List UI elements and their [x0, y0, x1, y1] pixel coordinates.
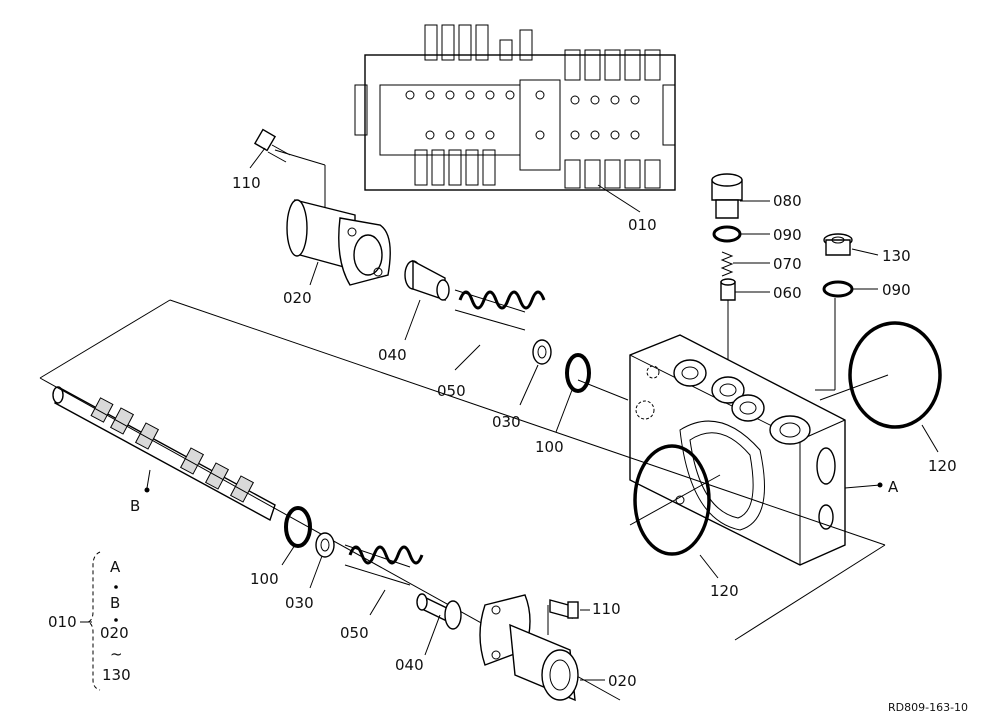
assembly-note: 010 A B 020 ~ 130 [48, 551, 131, 691]
label-110-bottom: 110 [592, 600, 621, 618]
part-labels: 010 110 020 040 050 030 100 080 090 070 … [130, 174, 957, 690]
label-110-top: 110 [232, 174, 261, 192]
washer-top [532, 339, 552, 365]
label-020-top: 020 [283, 289, 312, 307]
o-ring-090-left [712, 225, 742, 243]
label-120-right: 120 [928, 457, 957, 475]
label-090-b: 090 [882, 281, 911, 299]
label-point-a: A [888, 478, 899, 496]
spring-seat-bottom [416, 593, 462, 630]
label-020-bottom: 020 [608, 672, 637, 690]
note-tilde: ~ [110, 645, 123, 663]
spring-top [454, 289, 546, 331]
label-040-bottom: 040 [395, 656, 424, 674]
o-ring-120-right [819, 321, 942, 429]
cap-bolt-bottom [547, 599, 590, 635]
label-130: 130 [882, 247, 911, 265]
reference-code: RD809-163-10 [888, 701, 968, 714]
label-010: 010 [628, 216, 657, 234]
spring-cap-top [286, 199, 391, 286]
plug-080 [711, 173, 743, 219]
plug-130 [823, 233, 853, 256]
label-050-bottom: 050 [340, 624, 369, 642]
label-080: 080 [773, 192, 802, 210]
label-100-top: 100 [535, 438, 564, 456]
label-050-top: 050 [437, 382, 466, 400]
washer-bottom [315, 532, 335, 558]
label-100-bottom: 100 [250, 570, 279, 588]
o-ring-bottom [284, 506, 312, 548]
o-ring-top [565, 353, 591, 393]
note-part: 010 [48, 613, 77, 631]
note-line-130: 130 [102, 666, 131, 684]
spool [39, 299, 886, 701]
label-060: 060 [773, 284, 802, 302]
note-line-020: 020 [100, 624, 129, 642]
leader-lines [249, 147, 939, 681]
spring-bottom [344, 544, 424, 586]
note-line-b: B [110, 594, 120, 612]
label-040-top: 040 [378, 346, 407, 364]
spring-070 [720, 251, 734, 277]
label-030-top: 030 [492, 413, 521, 431]
o-ring-090-right [815, 280, 854, 391]
label-120-center: 120 [710, 582, 739, 600]
spring-seat-top [404, 259, 450, 301]
label-070: 070 [773, 255, 802, 273]
cap-bolt-top [253, 128, 326, 215]
label-090-a: 090 [773, 226, 802, 244]
valve-body [629, 334, 883, 566]
note-line-a: A [110, 558, 121, 576]
label-point-b: B [130, 497, 140, 515]
label-030-bottom: 030 [285, 594, 314, 612]
spring-cap-bottom [479, 594, 579, 702]
control-valve-assembly [354, 24, 676, 213]
